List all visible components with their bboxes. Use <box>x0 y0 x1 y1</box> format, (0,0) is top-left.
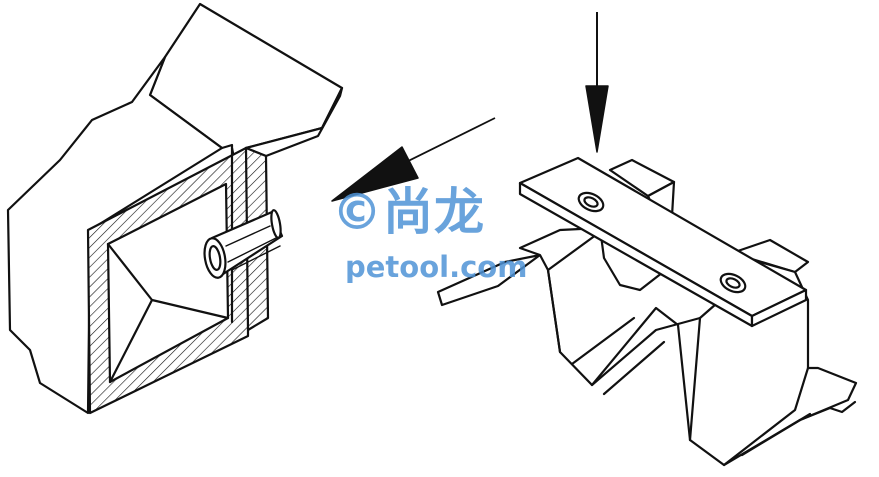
cavity-edge-lower <box>108 298 154 384</box>
channel-line-6 <box>740 412 812 457</box>
channel-line-1 <box>546 230 602 354</box>
watermark-logo: ©尚龙 <box>332 183 485 241</box>
tube-rivet <box>203 209 284 279</box>
profile-left-face <box>6 55 224 415</box>
watermark-url: petool.com <box>345 250 528 284</box>
strap-rivet-hole-2 <box>719 272 747 294</box>
hollow-profile-block <box>6 2 344 415</box>
channel-line-4 <box>722 366 810 467</box>
sheet-torn-edge <box>798 400 857 422</box>
direction-arrow-left <box>331 117 496 202</box>
flat-strap <box>518 156 808 328</box>
sheet-left-flange <box>436 253 542 307</box>
strap-end-edge <box>750 288 808 328</box>
channel-line-5 <box>570 316 666 396</box>
strap-rivet-hole-1 <box>577 191 605 213</box>
channel-line-2 <box>590 316 702 387</box>
force-arrow-down <box>585 12 609 153</box>
